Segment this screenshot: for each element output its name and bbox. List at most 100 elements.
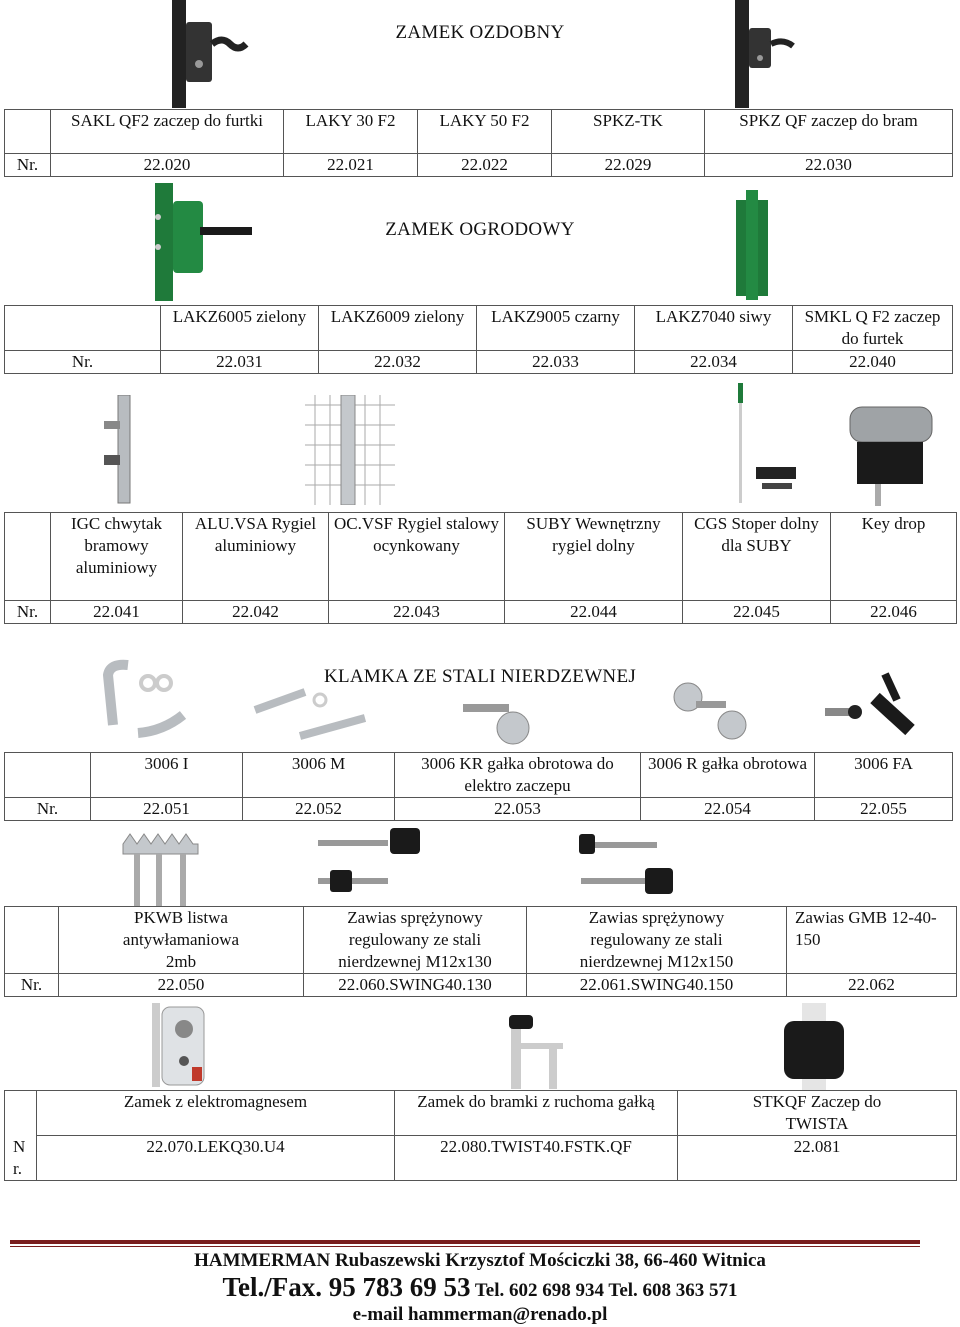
electromagnetic-lock-photo — [152, 1003, 205, 1087]
table-zamki-elektro: Zamek z elektromagnesem Zamek do bramki … — [4, 1090, 957, 1181]
table-row-codes: Nr. 22.020 22.021 22.022 22.029 22.030 — [4, 153, 953, 177]
product-name: 3006 M — [242, 752, 395, 798]
product-name: SUBY Wewnętrzny rygiel dolny — [504, 512, 683, 601]
footer-divider — [10, 1240, 920, 1244]
handle-3006m-photo — [253, 688, 367, 740]
product-code: 22.029 — [551, 153, 705, 177]
product-name: 3006 I — [90, 752, 243, 798]
spring-hinge-130-photo — [318, 828, 420, 892]
product-code: 22.054 — [640, 797, 815, 821]
table-zamek-ogrodowy: LAKZ6005 zielony LAKZ6009 zielony LAKZ90… — [4, 305, 953, 374]
product-code: 22.055 — [814, 797, 953, 821]
section-heading-zamek-ogrodowy: ZAMEK OGRODOWY — [385, 219, 575, 240]
table-row-codes: Nr. 22.031 22.032 22.033 22.034 22.040 — [4, 350, 953, 374]
tel-numbers: Tel. 602 698 934 Tel. 608 363 571 — [470, 1280, 738, 1301]
product-code: 22.022 — [417, 153, 552, 177]
table-zamek-ozdobny: SAKL QF2 zaczep do furtki LAKY 30 F2 LAK… — [4, 109, 953, 177]
product-code: 22.061.SWING40.150 — [526, 973, 787, 997]
table-row-names: PKWB listwa antywłamaniowa 2mb Zawias sp… — [4, 906, 957, 974]
product-name: 3006 KR gałka obrotowa do elektro zaczep… — [394, 752, 641, 798]
nr-label: Nr. — [4, 973, 59, 997]
footer-divider-thin — [10, 1246, 920, 1247]
section-heading-zamek-ozdobny: ZAMEK OZDOBNY — [395, 22, 565, 43]
nr-label: Nr. — [4, 350, 161, 374]
product-name: SPKZ QF zaczep do bram — [704, 109, 953, 154]
product-name: SPKZ-TK — [551, 109, 705, 154]
knob-3006r-photo — [673, 682, 747, 740]
product-name: ALU.VSA Rygiel aluminiowy — [182, 512, 329, 601]
product-code: 22.046 — [830, 600, 957, 624]
company-phones: Tel./Fax. 95 783 69 53 Tel. 602 698 934 … — [0, 1272, 960, 1303]
table-row-names: IGC chwytak bramowy aluminiowy ALU.VSA R… — [4, 512, 957, 601]
aluminium-bolt-photo — [305, 395, 395, 505]
product-code: 22.060.SWING40.130 — [303, 973, 527, 997]
product-code: 22.080.TWIST40.FSTK.QF — [394, 1135, 678, 1181]
gate-catch-photo — [104, 395, 131, 504]
twist-gate-lock-photo — [509, 1015, 563, 1089]
product-name: PKWB listwa antywłamaniowa 2mb — [58, 906, 304, 974]
company-address: HAMMERMAN Rubaszewski Krzysztof Mościczk… — [194, 1250, 766, 1271]
knob-3006kr-photo — [463, 704, 530, 745]
product-code: 22.040 — [792, 350, 953, 374]
product-code: 22.043 — [328, 600, 505, 624]
table-row-names: 3006 I 3006 M 3006 KR gałka obrotowa do … — [4, 752, 953, 798]
handle-3006i-photo — [102, 659, 187, 738]
table-row-codes: Nr. 22.050 22.060.SWING40.130 22.061.SWI… — [4, 973, 957, 997]
product-code: 22.020 — [50, 153, 284, 177]
product-name: 3006 FA — [814, 752, 953, 798]
garden-lock-photo-right — [736, 190, 768, 300]
nr-label: Nr. — [4, 153, 51, 177]
product-code: 22.034 — [634, 350, 793, 374]
product-code: 22.042 — [182, 600, 329, 624]
anti-burglary-strip-photo — [122, 833, 199, 907]
spring-hinge-150-photo — [579, 834, 673, 894]
product-name: LAKY 50 F2 — [417, 109, 552, 154]
product-code: 22.052 — [242, 797, 395, 821]
company-email: e-mail hammerman@renado.pl — [352, 1304, 608, 1325]
table-zawiasy: PKWB listwa antywłamaniowa 2mb Zawias sp… — [4, 906, 957, 997]
handle-3006fa-photo — [825, 672, 915, 736]
key-drop-photo — [849, 406, 933, 506]
product-name: LAKZ6005 zielony — [160, 305, 319, 351]
table-klamka: 3006 I 3006 M 3006 KR gałka obrotowa do … — [4, 752, 953, 821]
product-name: SAKL QF2 zaczep do furtki — [50, 109, 284, 154]
product-name: Zamek do bramki z ruchoma gałką — [394, 1090, 678, 1136]
garden-lock-photo-left — [155, 183, 252, 301]
section-heading-klamka: KLAMKA ZE STALI NIERDZEWNEJ — [323, 666, 637, 687]
product-name: LAKZ7040 siwy — [634, 305, 793, 351]
product-name: LAKY 30 F2 — [283, 109, 418, 154]
product-name: SMKL Q F2 zaczep do furtek — [792, 305, 953, 351]
table-row-codes: Nr. 22.041 22.042 22.043 22.044 22.045 2… — [4, 600, 957, 624]
product-name: OC.VSF Rygiel stalowy ocynkowany — [328, 512, 505, 601]
product-code: 22.062 — [786, 973, 957, 997]
product-name: Zawias sprężynowy regulowany ze stali ni… — [526, 906, 787, 974]
product-name: CGS Stoper dolny dla SUBY — [682, 512, 831, 601]
product-code: 22.032 — [318, 350, 477, 374]
product-code: 22.033 — [476, 350, 635, 374]
steel-bolt-photo — [738, 383, 796, 503]
decorative-lock-photo-right — [735, 0, 795, 108]
product-code: 22.045 — [682, 600, 831, 624]
product-name: Zawias GMB 12-40-150 — [786, 906, 957, 974]
product-name: IGC chwytak bramowy aluminiowy — [50, 512, 183, 601]
product-code: 22.041 — [50, 600, 183, 624]
product-code: 22.081 — [677, 1135, 957, 1181]
product-name: Zawias sprężynowy regulowany ze stali ni… — [303, 906, 527, 974]
product-code: 22.031 — [160, 350, 319, 374]
nr-label: Nr. — [4, 797, 91, 821]
telfax-number: Tel./Fax. 95 783 69 53 — [222, 1272, 471, 1302]
product-code: 22.030 — [704, 153, 953, 177]
product-code: 22.050 — [58, 973, 304, 997]
product-code: 22.053 — [394, 797, 641, 821]
product-name: STKQF Zaczep do TWISTA — [677, 1090, 957, 1136]
table-row-names: LAKZ6005 zielony LAKZ6009 zielony LAKZ90… — [4, 305, 953, 351]
product-code: 22.070.LEKQ30.U4 — [36, 1135, 395, 1181]
twist-strike-photo — [784, 1003, 844, 1091]
product-code: 22.044 — [504, 600, 683, 624]
product-code: 22.021 — [283, 153, 418, 177]
product-name: LAKZ9005 czarny — [476, 305, 635, 351]
nr-label: Nr. — [4, 600, 51, 624]
table-rygle: IGC chwytak bramowy aluminiowy ALU.VSA R… — [4, 512, 957, 624]
